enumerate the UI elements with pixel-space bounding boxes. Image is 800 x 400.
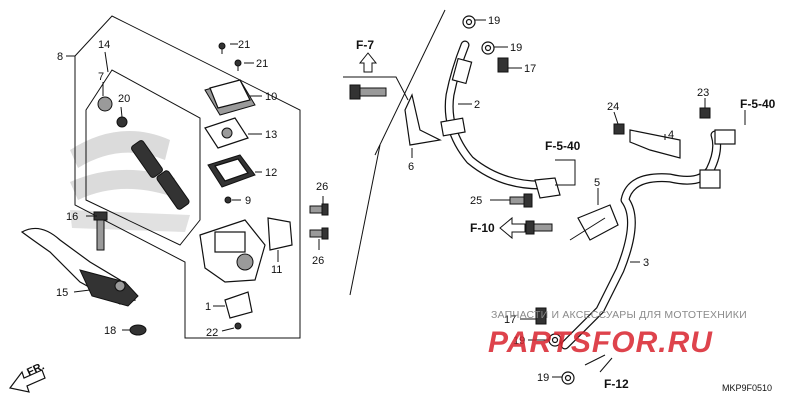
screw-icon: [224, 196, 232, 204]
callout-24: 24: [607, 101, 619, 113]
callout-21a: 21: [238, 39, 250, 51]
callout-5: 5: [594, 177, 600, 189]
bracket: [629, 129, 681, 159]
reservoir-cap: [204, 79, 256, 116]
ref-f540a: F-5-40: [545, 139, 581, 153]
callout-16: 16: [66, 211, 78, 223]
callout-20: 20: [118, 93, 130, 105]
callout-18: 18: [104, 325, 116, 337]
nut-icon: [129, 324, 147, 336]
diaphragm: [207, 154, 256, 188]
callout-17b: 17: [504, 314, 516, 326]
piston-kit: [97, 96, 190, 210]
ref-f10: F-10: [470, 221, 495, 235]
callout-19b: 19: [510, 42, 522, 54]
washer-icon: [462, 15, 575, 385]
brake-switch: [224, 291, 253, 330]
callout-9: 9: [245, 195, 251, 207]
callout-17a: 17: [524, 63, 536, 75]
watermark-logo: PARTSFOR.RU: [488, 326, 713, 359]
partsfor-watermark: ЗАПЧАСТИ И АКСЕССУАРЫ ДЛЯ МОТОТЕХНИКИ PA…: [488, 309, 747, 359]
leader-lines-left: [66, 43, 324, 332]
callout-19a: 19: [488, 15, 500, 27]
callout-15: 15: [56, 287, 68, 299]
callout-11: 11: [271, 264, 282, 276]
leader-lines-right: [343, 9, 746, 378]
callout-23: 23: [697, 87, 709, 99]
callout-22: 22: [206, 327, 218, 339]
bolt-icon: [349, 57, 711, 325]
callout-1: 1: [205, 301, 211, 313]
bolt-icon: [93, 211, 108, 251]
callout-3: 3: [643, 257, 649, 269]
callout-19d: 19: [537, 372, 549, 384]
callout-13: 13: [265, 129, 277, 141]
master-cylinder-body: [199, 217, 293, 283]
callout-6: 6: [408, 161, 414, 173]
callout-12: 12: [265, 167, 277, 179]
callout-19c: 19: [513, 335, 525, 347]
callout-4: 4: [668, 129, 674, 141]
reference-labels: F-7 F-5-40 F-5-40 F-10 F-12: [356, 38, 776, 391]
bolt-icon: [309, 203, 329, 240]
screw-icon: [218, 42, 242, 71]
master-cylinder-group: [20, 15, 329, 339]
ref-f12: F-12: [604, 377, 629, 391]
ref-f7: F-7: [356, 38, 374, 52]
arrow-up-icon: [358, 52, 378, 73]
callout-21b: 21: [256, 58, 268, 70]
ref-f540b: F-5-40: [740, 97, 776, 111]
brake-lever: [20, 227, 139, 307]
diaphragm-plate: [204, 117, 249, 149]
callout-7: 7: [98, 71, 104, 83]
callout-26a: 26: [316, 181, 328, 193]
callout-labels: 8 14 7 20 21 21 10 13 12 9 26 26 11 16 1…: [56, 15, 709, 384]
diagram-code: MKP9F0510: [722, 383, 772, 393]
callout-25: 25: [470, 195, 482, 207]
callout-8: 8: [57, 51, 63, 63]
callout-2: 2: [474, 99, 480, 111]
bracket: [404, 93, 442, 146]
arrow-left-icon: [499, 216, 526, 240]
direction-arrow-icon: [8, 369, 46, 393]
brake-hoses: [349, 15, 736, 385]
watermark-subtitle: ЗАПЧАСТИ И АКСЕССУАРЫ ДЛЯ МОТОТЕХНИКИ: [491, 309, 747, 321]
callout-10: 10: [265, 91, 277, 103]
callout-26b: 26: [312, 255, 324, 267]
callout-14: 14: [98, 39, 110, 51]
